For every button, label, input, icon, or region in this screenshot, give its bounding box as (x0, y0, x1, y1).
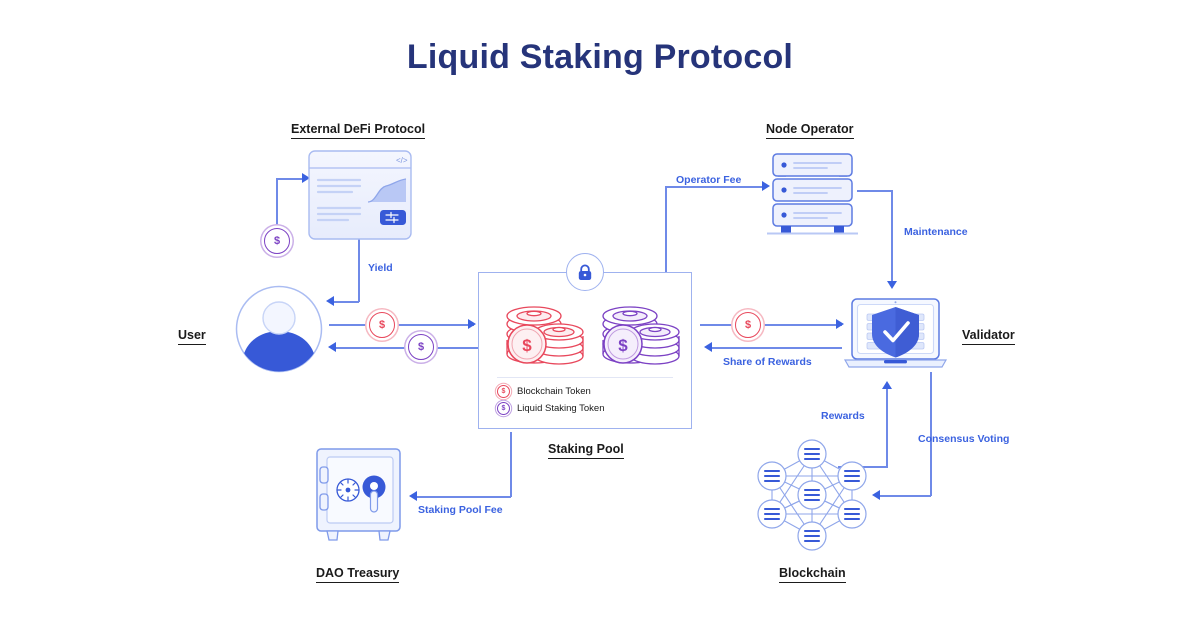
lock-icon (566, 253, 604, 291)
connector-yield-horizontal (334, 301, 359, 303)
legend-item-liquid-staking-token: $ Liquid Staking Token (497, 400, 605, 417)
label-rewards: Rewards (821, 410, 865, 422)
connector-maintenance-horizontal (857, 190, 893, 192)
connector-pool-fee-horizontal (417, 496, 511, 498)
label-consensus-voting: Consensus Voting (918, 433, 1010, 445)
connector-rewards-vertical (886, 388, 888, 467)
arrowhead-yield (326, 296, 334, 306)
connector-operator-fee-vertical (665, 186, 667, 276)
label-maintenance: Maintenance (904, 226, 968, 238)
connector-operator-fee-horizontal (665, 186, 765, 188)
connector-pool-to-user (336, 347, 478, 349)
blockchain-network-illustration (757, 439, 867, 551)
code-icon: </> (396, 156, 408, 165)
blockchain-node (757, 461, 787, 491)
connector-maintenance-vertical (891, 190, 893, 283)
dao-treasury-illustration (316, 448, 401, 541)
caption-node-operator: Node Operator (766, 122, 854, 139)
caption-staking-pool: Staking Pool (548, 442, 624, 459)
blockchain-node (837, 461, 867, 491)
connector-yield-vertical (358, 238, 360, 302)
blockchain-node (797, 521, 827, 551)
arrowhead-rewards (882, 381, 892, 389)
arrowhead-user-to-pool (468, 319, 476, 329)
blockchain-node (757, 499, 787, 529)
connector-consensus-vertical (930, 372, 932, 496)
caption-user: User (178, 328, 206, 345)
coin-blockchain-token-user-to-pool: $ (369, 312, 395, 338)
caption-dao-treasury: DAO Treasury (316, 566, 400, 583)
coin-liquid-staking-token-to-defi: $ (264, 228, 290, 254)
connector-pool-fee-vertical (510, 432, 512, 497)
lock-glyph (578, 264, 592, 280)
connector-coin-to-defi-vertical (276, 178, 278, 234)
connector-pool-to-validator (700, 324, 842, 326)
safe-handle-icon (362, 475, 386, 513)
svg-text:$: $ (618, 336, 628, 355)
blockchain-token-icon: $ (497, 385, 510, 398)
label-share-of-rewards: Share of Rewards (723, 356, 812, 368)
shield-check-icon (883, 321, 910, 343)
arrowhead-maintenance (887, 281, 897, 289)
caption-external-defi-protocol: External DeFi Protocol (291, 122, 426, 139)
page-title: Liquid Staking Protocol (406, 38, 794, 76)
arrowhead-to-defi (302, 173, 310, 183)
arrowhead-consensus (872, 490, 880, 500)
liquid-staking-token-coin-stack: $ (602, 306, 680, 365)
safe-dial-icon (336, 478, 360, 502)
caption-validator: Validator (962, 328, 1015, 345)
connector-user-to-pool (329, 324, 474, 326)
coin-liquid-staking-token-pool-to-user: $ (408, 334, 434, 360)
node-operator-illustration (767, 153, 858, 235)
blockchain-node (797, 480, 827, 510)
svg-text:$: $ (522, 336, 532, 355)
legend-label-blockchain-token: Blockchain Token (517, 386, 591, 397)
liquid-staking-token-icon: $ (497, 402, 510, 415)
blockchain-node (797, 439, 827, 469)
arrowhead-pool-to-validator (836, 319, 844, 329)
legend-label-liquid-staking-token: Liquid Staking Token (517, 403, 605, 414)
arrowhead-pool-to-user (328, 342, 336, 352)
user-avatar-illustration (235, 285, 323, 373)
connector-share-of-rewards (712, 347, 842, 349)
label-operator-fee: Operator Fee (676, 174, 742, 186)
blockchain-token-coin-stack: $ (506, 306, 584, 365)
pool-legend-divider (497, 377, 673, 378)
coin-blockchain-token-pool-to-validator: $ (735, 312, 761, 338)
pool-legend: $ Blockchain Token $ Liquid Staking Toke… (497, 383, 605, 417)
caption-blockchain: Blockchain (779, 566, 846, 583)
connector-consensus-horizontal (880, 495, 931, 497)
label-yield: Yield (368, 262, 393, 274)
arrowhead-pool-fee (409, 491, 417, 501)
blockchain-node (837, 499, 867, 529)
connector-coin-to-defi-horizontal (276, 178, 304, 180)
external-defi-protocol-illustration: </> (308, 150, 412, 240)
arrowhead-share-of-rewards (704, 342, 712, 352)
legend-item-blockchain-token: $ Blockchain Token (497, 383, 605, 400)
arrowhead-operator-fee (762, 181, 770, 191)
validator-illustration (843, 298, 948, 368)
label-staking-pool-fee: Staking Pool Fee (418, 504, 503, 516)
